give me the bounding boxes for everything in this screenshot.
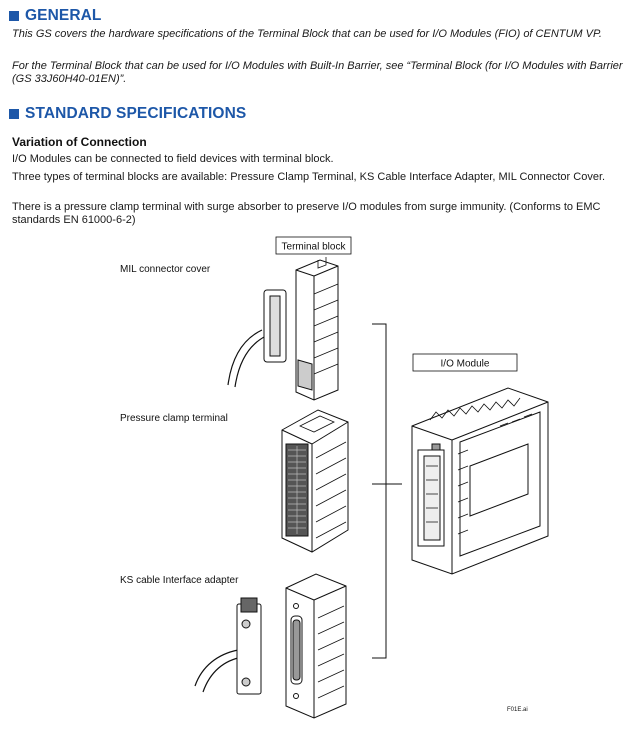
ks-adapter-label: KS cable Interface adapter xyxy=(120,575,239,586)
terminal-block-figure: Terminal block MIL connector cover Press… xyxy=(120,236,549,719)
variation-subheading: Variation of Connection xyxy=(12,135,147,149)
bracket-lines xyxy=(372,323,402,659)
mil-connector-label: MIL connector cover xyxy=(120,264,211,275)
pressure-clamp-terminal-icon xyxy=(281,409,349,553)
standard-specs-heading: STANDARD SPECIFICATIONS xyxy=(9,105,246,123)
spec-paragraph-1: I/O Modules can be connected to field de… xyxy=(12,153,334,165)
terminal-block-label-box: Terminal block xyxy=(275,236,352,255)
mil-connector-cover-icon xyxy=(227,257,339,401)
terminal-block-label: Terminal block xyxy=(282,242,347,253)
figure-id: F01E.ai xyxy=(507,707,528,713)
general-heading: GENERAL xyxy=(9,7,101,25)
general-paragraph-1: This GS covers the hardware specificatio… xyxy=(12,28,602,40)
heading-square-icon xyxy=(9,109,19,119)
spec-paragraph-3: There is a pressure clamp terminal with … xyxy=(12,201,601,226)
general-paragraph-2: For the Terminal Block that can be used … xyxy=(12,60,623,85)
heading-square-icon xyxy=(9,11,19,21)
general-heading-text: GENERAL xyxy=(25,7,102,24)
ks-cable-adapter-icon xyxy=(194,573,347,719)
io-module-icon xyxy=(411,387,549,575)
spec-paragraph-2: Three types of terminal blocks are avail… xyxy=(12,171,606,183)
io-module-label: I/O Module xyxy=(441,359,490,370)
standard-specs-heading-text: STANDARD SPECIFICATIONS xyxy=(25,105,247,122)
pressure-clamp-label: Pressure clamp terminal xyxy=(120,413,228,424)
io-module-label-box: I/O Module xyxy=(412,353,518,372)
